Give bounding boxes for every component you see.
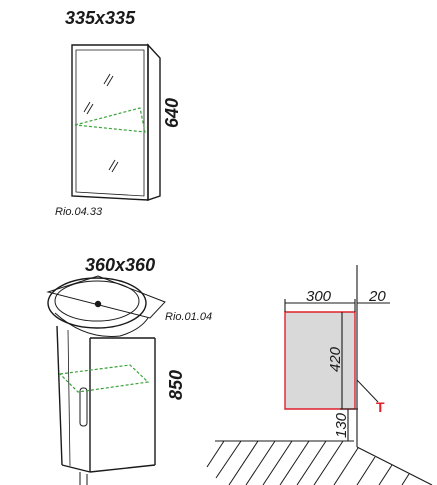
width-label: 300 xyxy=(306,288,332,305)
sink-bowl-inner xyxy=(54,280,140,322)
mirror-cabinet-shelf xyxy=(74,107,146,133)
height-label: 420 xyxy=(327,346,344,372)
vanity-height-label: 850 xyxy=(166,370,186,400)
mirror-cabinet-side xyxy=(147,43,161,201)
mirror-cabinet-front xyxy=(71,44,149,201)
sink-bowl-outer xyxy=(47,277,147,329)
mirror-cabinet-inner xyxy=(75,49,145,197)
drain-hole xyxy=(94,300,102,308)
mirror-height-label: 640 xyxy=(162,98,182,128)
wall-gap-label: 20 xyxy=(368,288,386,305)
installation-schematic xyxy=(206,265,433,485)
vanity-shelf xyxy=(58,364,150,393)
mirror-cabinet-drawing xyxy=(71,43,161,201)
mirror-size-label: 335x335 xyxy=(65,8,136,28)
vanity-size-label: 360x360 xyxy=(85,255,155,275)
vanity-unit-drawing xyxy=(46,275,166,485)
vanity-code-label: Rio.01.04 xyxy=(165,311,212,323)
marker-label: T xyxy=(376,399,385,415)
cabinet-outline xyxy=(284,311,356,410)
marker-leader xyxy=(356,379,379,403)
floor-gap-label: 130 xyxy=(333,412,350,438)
vanity-top xyxy=(46,275,166,319)
mirror-code-label: Rio.04.33 xyxy=(55,206,103,218)
floor-hatching xyxy=(206,440,410,485)
door-handle xyxy=(79,387,88,427)
sink-basin-underside xyxy=(54,312,149,338)
mirror-reflection-marks xyxy=(83,73,119,173)
